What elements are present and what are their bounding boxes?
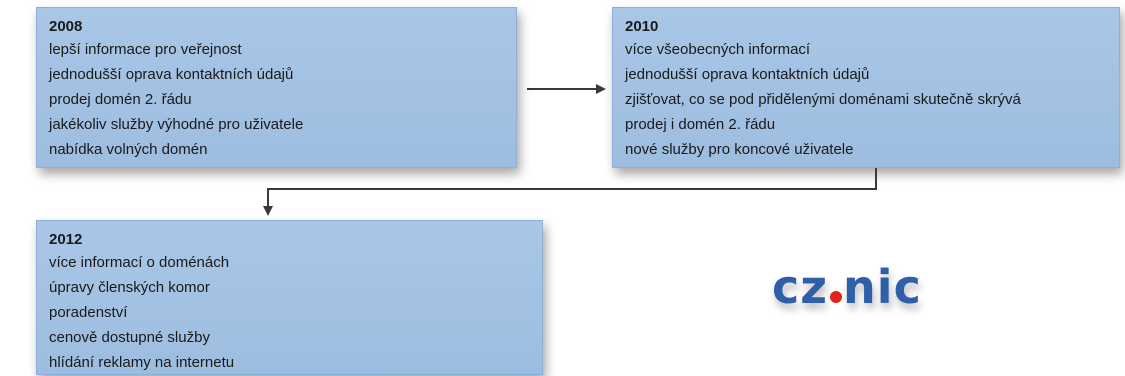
logo-dot-icon [830,291,843,303]
year-label: 2008 [49,18,83,35]
list-item: úpravy členských komor [49,279,210,296]
item-list: více všeobecných informací jednodušší op… [625,37,1107,162]
list-item: jakékoliv služby výhodné pro uživatele [49,116,304,133]
list-item: více informací o doménách [49,254,230,271]
timeline-box-2012: 2012 více informací o doménách úpravy čl… [36,220,543,375]
list-item: nové služby pro koncové uživatele [625,141,854,158]
timeline-box-2010: 2010 více všeobecných informací jednoduš… [612,7,1120,168]
logo-text-right: nic [843,260,922,314]
list-item: jednodušší oprava kontaktních údajů [49,66,294,83]
list-item: prodej i domén 2. řádu [625,116,776,133]
arrow-2010-to-2012 [263,168,877,216]
list-item: prodej domén 2. řádu [49,91,192,108]
item-list: více informací o doménách úpravy členský… [49,250,530,375]
list-item: lepší informace pro veřejnost [49,41,242,58]
list-item: více všeobecných informací [625,41,811,58]
year-label: 2010 [625,18,659,35]
year-label: 2012 [49,231,83,248]
timeline-box-2008: 2008 lepší informace pro veřejnost jedno… [36,7,517,168]
list-item: poradenství [49,304,128,321]
list-item: zjišťovat, co se pod přidělenými doménam… [625,91,1021,108]
logo-text-left: cz [772,260,829,314]
list-item: hlídání reklamy na internetu [49,354,235,371]
item-list: lepší informace pro veřejnost jednodušší… [49,37,504,162]
list-item: cenově dostupné služby [49,329,210,346]
list-item: nabídka volných domén [49,141,208,158]
list-item: jednodušší oprava kontaktních údajů [625,66,870,83]
